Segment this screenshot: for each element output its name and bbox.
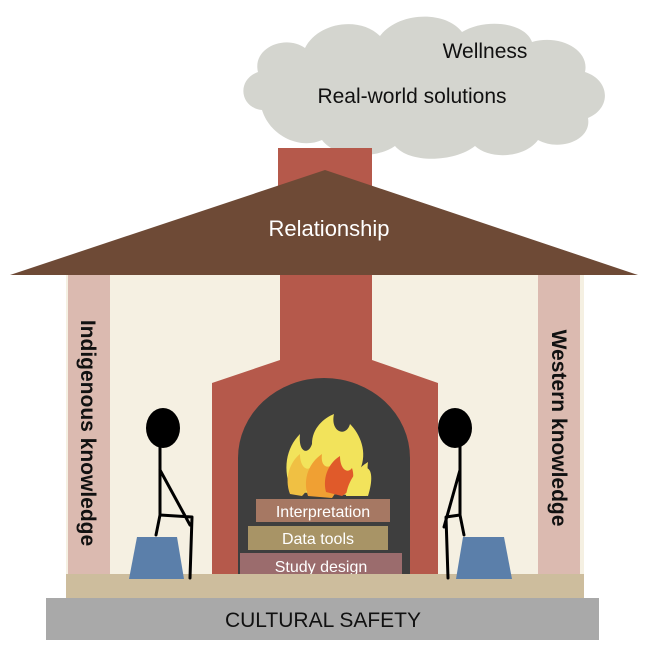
left-figure-seat [129, 537, 184, 579]
log-data-tools [248, 526, 388, 550]
left-pillar-label: Indigenous knowledge [76, 320, 99, 546]
log-study-design-label: Study design [275, 559, 368, 576]
fire-logs: Interpretation Data tools Study design [240, 499, 402, 578]
flame-red [324, 456, 354, 496]
cloud-shape [243, 16, 605, 159]
log-data-tools-label: Data tools [282, 531, 354, 548]
right-figure [438, 408, 512, 580]
log-interpretation [256, 499, 390, 522]
foundation [46, 598, 599, 640]
left-figure-body [154, 445, 194, 580]
right-pillar [538, 270, 580, 576]
cloud-wellness-label: Wellness [443, 40, 528, 63]
flame-right [346, 462, 369, 496]
right-figure-seat [456, 537, 512, 579]
log-interpretation-label: Interpretation [276, 504, 370, 521]
right-pillar-label: Western knowledge [547, 330, 570, 527]
roof-label: Relationship [268, 216, 389, 241]
right-figure-body [442, 445, 466, 580]
right-figure-head [438, 408, 472, 448]
left-figure-head [146, 408, 180, 448]
left-pillar [68, 270, 110, 576]
cloud: Wellness Real-world solutions [243, 16, 605, 159]
cloud-solutions-label: Real-world solutions [317, 85, 506, 108]
roof [10, 170, 638, 275]
fire-flames [286, 414, 372, 498]
log-study-design [240, 553, 402, 578]
left-figure [129, 408, 194, 580]
foundation-label: CULTURAL SAFETY [225, 609, 421, 632]
